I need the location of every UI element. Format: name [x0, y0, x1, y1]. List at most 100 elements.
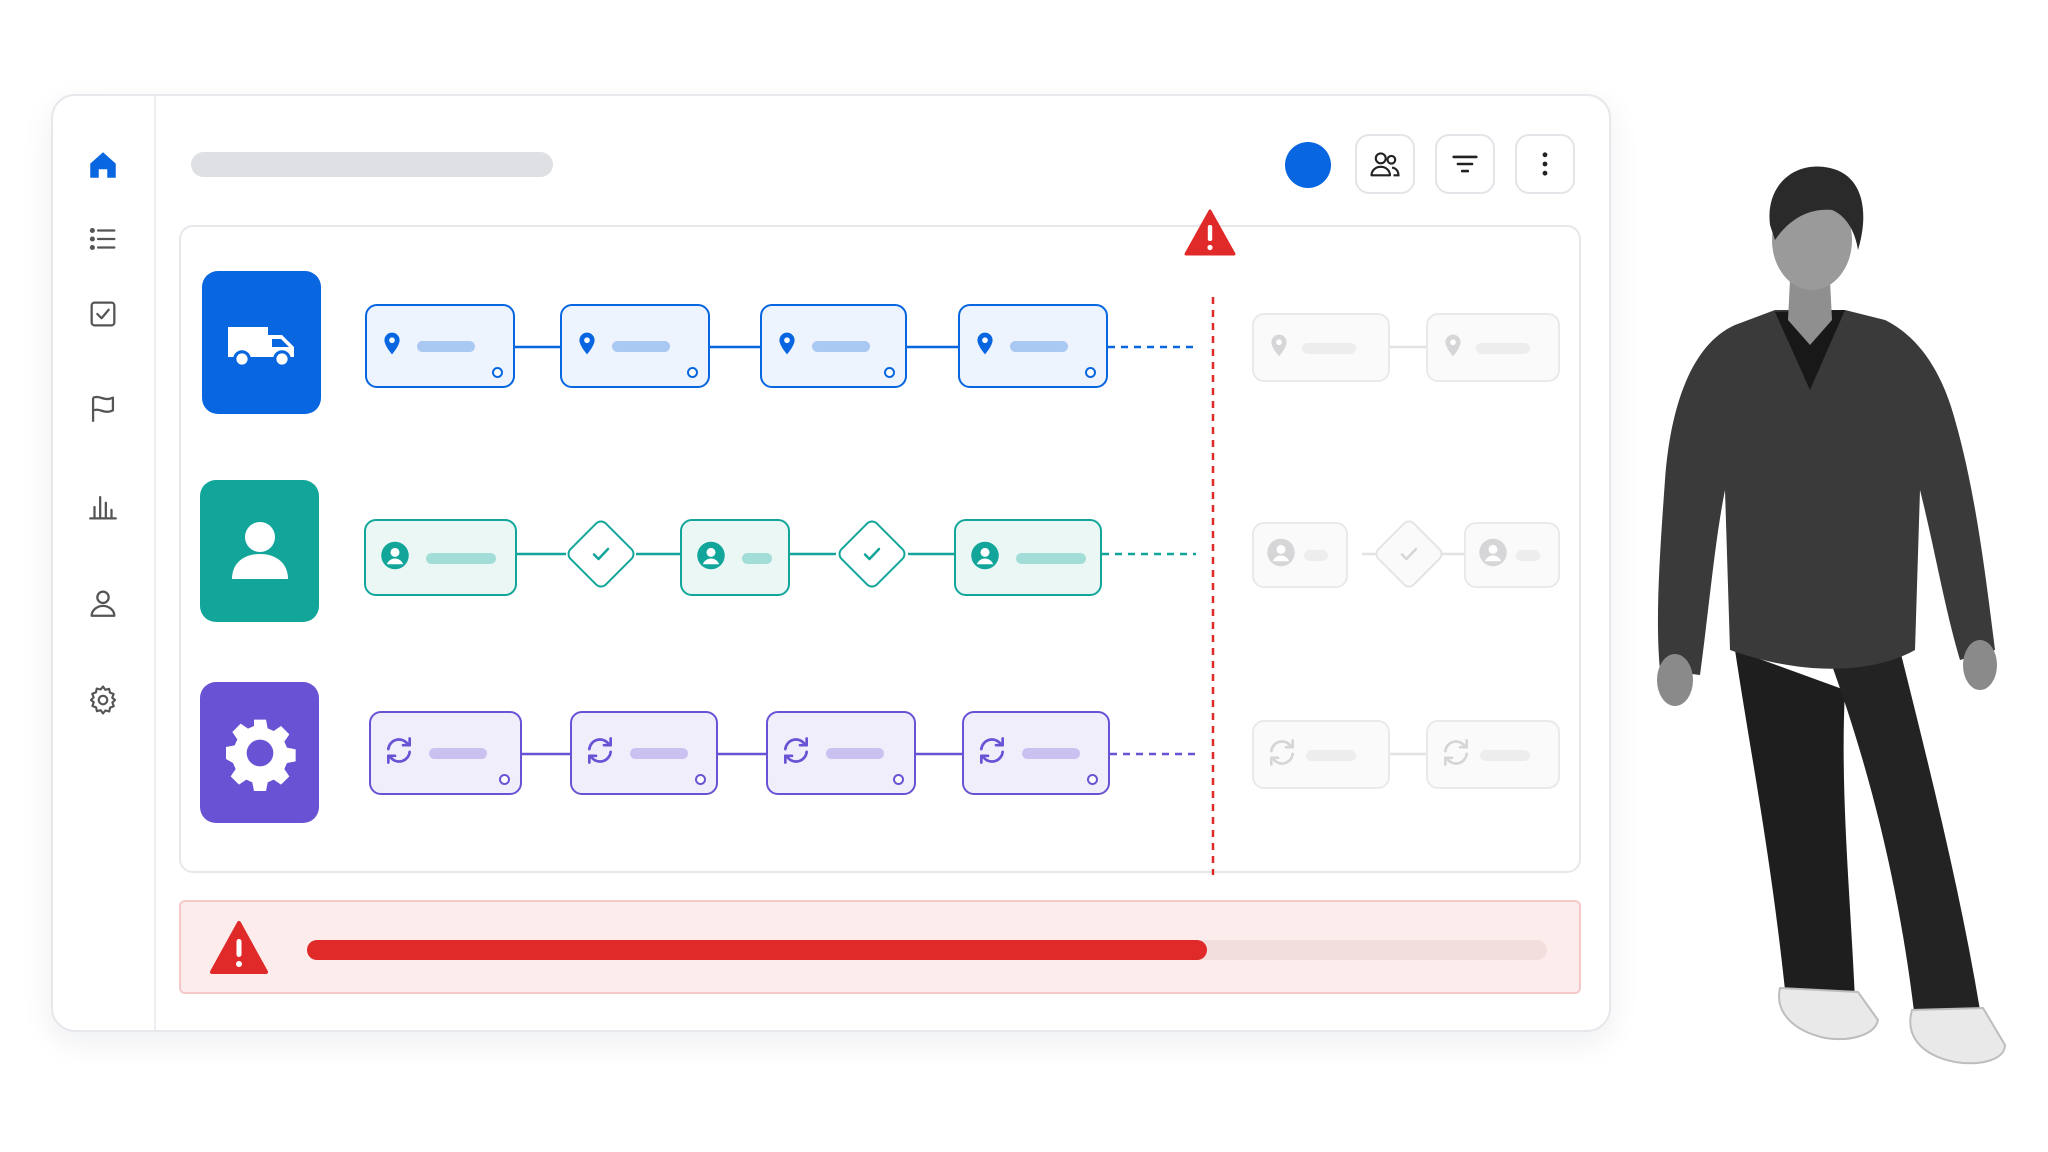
location-pin-icon — [574, 331, 600, 362]
filter-icon — [1452, 155, 1478, 173]
step-label-placeholder — [1022, 748, 1080, 759]
upcoming-step-node[interactable] — [1252, 720, 1390, 789]
node-port[interactable] — [1085, 367, 1096, 378]
gear-icon — [225, 719, 296, 791]
row-icon-people — [200, 480, 319, 622]
location-pin-icon — [379, 331, 405, 362]
bar-chart-icon — [89, 495, 117, 520]
van-icon — [227, 326, 294, 368]
step-label-placeholder — [630, 748, 688, 759]
node-port[interactable] — [695, 774, 706, 785]
user-circle-icon — [970, 540, 1000, 575]
completed-step-node[interactable] — [560, 304, 710, 388]
sync-icon — [383, 735, 415, 772]
filter-button[interactable] — [1435, 134, 1495, 194]
step-label-placeholder — [826, 748, 884, 759]
row-icon-system — [200, 682, 319, 823]
page-title-placeholder — [191, 152, 553, 177]
check-icon — [592, 547, 610, 561]
completed-step-node[interactable] — [570, 711, 718, 795]
sidebar-item-settings[interactable] — [75, 672, 131, 728]
completed-step-node[interactable] — [680, 519, 790, 596]
completed-step-node[interactable] — [962, 711, 1110, 795]
completed-step-node[interactable] — [958, 304, 1108, 388]
sync-icon — [1266, 736, 1298, 773]
alert-progress-fill — [307, 940, 1208, 960]
status-indicator[interactable] — [1285, 142, 1331, 188]
location-pin-icon — [774, 331, 800, 362]
sidebar — [53, 96, 156, 1030]
app-window — [51, 94, 1611, 1032]
workflow-connectors — [512, 297, 1464, 875]
completed-step-node[interactable] — [954, 519, 1102, 596]
step-label-placeholder — [812, 341, 870, 352]
sync-icon — [780, 735, 812, 772]
people-icon — [1370, 152, 1400, 177]
step-label-placeholder — [426, 552, 496, 564]
location-pin-icon — [972, 331, 998, 362]
node-port[interactable] — [687, 367, 698, 378]
sidebar-item-profile[interactable] — [75, 575, 131, 631]
location-pin-icon — [1266, 332, 1292, 363]
sync-icon — [1440, 736, 1472, 773]
node-port[interactable] — [499, 774, 510, 785]
checkpoint-diamond[interactable] — [564, 517, 638, 591]
completed-step-node[interactable] — [364, 519, 517, 596]
upcoming-step-node[interactable] — [1464, 522, 1560, 588]
step-label-placeholder — [1302, 342, 1356, 354]
step-label-placeholder — [1304, 550, 1328, 561]
upcoming-step-node[interactable] — [1252, 313, 1390, 382]
step-label-placeholder — [612, 341, 670, 352]
user-circle-icon — [1266, 538, 1296, 573]
completed-step-node[interactable] — [369, 711, 522, 795]
workflow-panel — [179, 225, 1581, 875]
people-button[interactable] — [1355, 134, 1415, 194]
node-port[interactable] — [884, 367, 895, 378]
upcoming-step-node[interactable] — [1252, 522, 1348, 588]
user-icon — [90, 590, 116, 617]
completed-step-node[interactable] — [766, 711, 916, 795]
step-label-placeholder — [1016, 552, 1086, 564]
check-icon — [1400, 547, 1418, 561]
list-icon — [89, 227, 116, 251]
completed-step-node[interactable] — [365, 304, 515, 388]
node-port[interactable] — [492, 367, 503, 378]
sidebar-item-home[interactable] — [75, 137, 131, 193]
flag-icon — [91, 395, 115, 422]
check-icon — [863, 547, 881, 561]
step-label-placeholder — [1306, 749, 1356, 761]
alert-bar — [179, 900, 1581, 994]
warning-triangle-icon — [210, 921, 268, 974]
sidebar-item-analytics[interactable] — [75, 479, 131, 535]
person-illustration — [1657, 166, 2007, 1065]
node-port[interactable] — [893, 774, 904, 785]
sidebar-item-milestones[interactable] — [75, 381, 131, 437]
completed-step-node[interactable] — [760, 304, 907, 388]
user-circle-icon — [1478, 538, 1508, 573]
location-pin-icon — [1440, 332, 1466, 363]
row-icon-delivery — [202, 271, 321, 414]
user-circle-icon — [380, 540, 410, 575]
more-options-button[interactable] — [1515, 134, 1575, 194]
alert-progress-track — [307, 940, 1547, 960]
home-icon — [90, 152, 116, 178]
step-label-placeholder — [1010, 341, 1068, 352]
step-label-placeholder — [417, 341, 475, 352]
step-label-placeholder — [742, 552, 772, 564]
step-label-placeholder — [1480, 749, 1530, 761]
user-circle-icon — [696, 540, 726, 575]
upcoming-step-node[interactable] — [1426, 720, 1560, 789]
checkbox-icon — [90, 301, 116, 327]
gear-icon — [89, 685, 117, 715]
step-label-placeholder — [1476, 342, 1530, 354]
person-icon — [231, 522, 288, 579]
upcoming-step-node[interactable] — [1426, 313, 1560, 382]
deadline-warning-icon[interactable] — [1184, 209, 1236, 257]
more-vertical-icon — [1542, 152, 1548, 176]
checkpoint-diamond[interactable] — [1372, 517, 1446, 591]
checkpoint-diamond[interactable] — [835, 517, 909, 591]
sidebar-item-tasks[interactable] — [75, 286, 131, 342]
sync-icon — [976, 735, 1008, 772]
sidebar-item-list[interactable] — [75, 211, 131, 267]
node-port[interactable] — [1087, 774, 1098, 785]
